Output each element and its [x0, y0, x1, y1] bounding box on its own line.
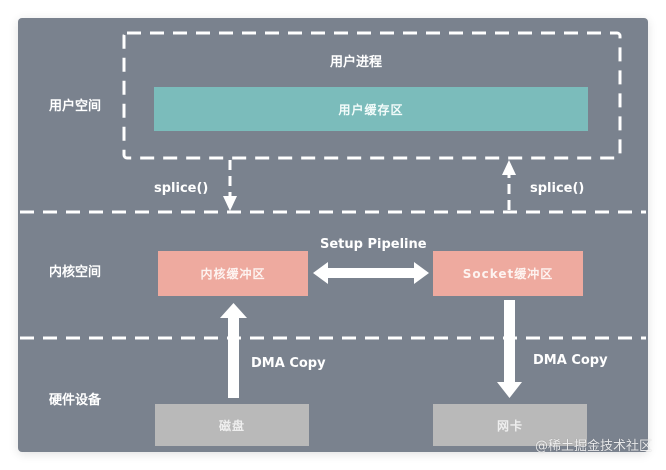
user-process-title: 用户进程 — [330, 55, 383, 70]
splice-up-arrow — [502, 160, 516, 210]
pipeline-double-arrow — [313, 262, 429, 284]
splice-right-label: splice() — [530, 181, 585, 196]
kernel-buffer-box: 内核缓冲区 — [158, 251, 308, 296]
user-buffer-label: 用户缓存区 — [338, 102, 404, 117]
pipeline-label: Setup Pipeline — [320, 237, 427, 252]
splice-down-arrow — [223, 160, 237, 211]
layer-label-hardware: 硬件设备 — [49, 393, 102, 408]
socket-buffer-box: Socket缓冲区 — [433, 251, 583, 296]
layer-label-user-space: 用户空间 — [49, 99, 102, 114]
watermark: @稀土掘金技术社区 — [534, 439, 652, 454]
dma-right-label: DMA Copy — [533, 353, 608, 368]
nic-label: 网卡 — [496, 418, 523, 433]
kernel-buffer-label: 内核缓冲区 — [200, 267, 266, 281]
user-buffer-box: 用户缓存区 — [154, 87, 588, 131]
splice-left-label: splice() — [154, 181, 209, 196]
socket-buffer-label: Socket缓冲区 — [462, 267, 554, 281]
dma-down-arrow — [497, 300, 522, 398]
user-process-boundary — [122, 31, 622, 160]
layer-label-kernel-space: 内核空间 — [49, 265, 102, 280]
dma-up-arrow — [220, 303, 247, 398]
disk-box: 磁盘 — [155, 404, 309, 446]
disk-label: 磁盘 — [218, 418, 245, 433]
nic-box: 网卡 — [433, 404, 587, 446]
dma-left-label: DMA Copy — [251, 356, 326, 371]
